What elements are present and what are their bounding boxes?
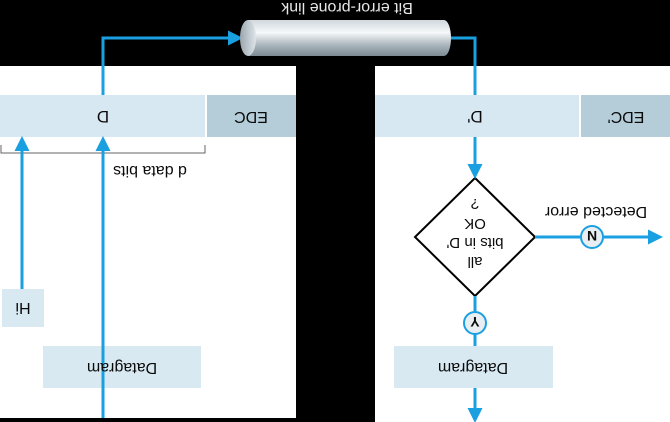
d-prime-field-box	[375, 95, 580, 137]
edc-prime-field-label: EDC'	[607, 108, 645, 125]
hi-label: Hi	[15, 299, 31, 316]
detected-error-label: Detected error	[544, 203, 648, 220]
arrow-d-to-link	[101, 30, 243, 95]
decision-line-2: bits in D'	[446, 234, 504, 251]
edc-field-label: EDC	[234, 108, 268, 125]
datagram-box-left	[43, 346, 201, 388]
datagram-box-right	[394, 346, 553, 388]
yes-label: Y	[470, 314, 480, 330]
decision-line-4: ?	[470, 195, 480, 212]
edc-field-box	[206, 95, 296, 137]
d-field-box	[0, 95, 206, 137]
decision-line-1: all	[467, 253, 483, 270]
data-bits-label: d data bits	[113, 162, 187, 179]
edc-prime-field-box	[580, 95, 670, 137]
decision-line-3: OK	[464, 215, 486, 232]
no-label: N	[586, 228, 598, 244]
no-circle	[580, 225, 604, 249]
datagram-left-label: Datagram	[86, 359, 158, 376]
arrow-link-to-dprime	[450, 36, 477, 95]
datagram-right-label: Datagram	[437, 359, 509, 376]
link-cylinder-icon	[240, 20, 451, 56]
link-label: Bit error-prone link	[281, 0, 413, 16]
yes-circle	[463, 311, 487, 335]
d-prime-field-label: D'	[467, 107, 483, 126]
d-field-label: D	[96, 107, 110, 126]
hi-box	[2, 289, 44, 327]
